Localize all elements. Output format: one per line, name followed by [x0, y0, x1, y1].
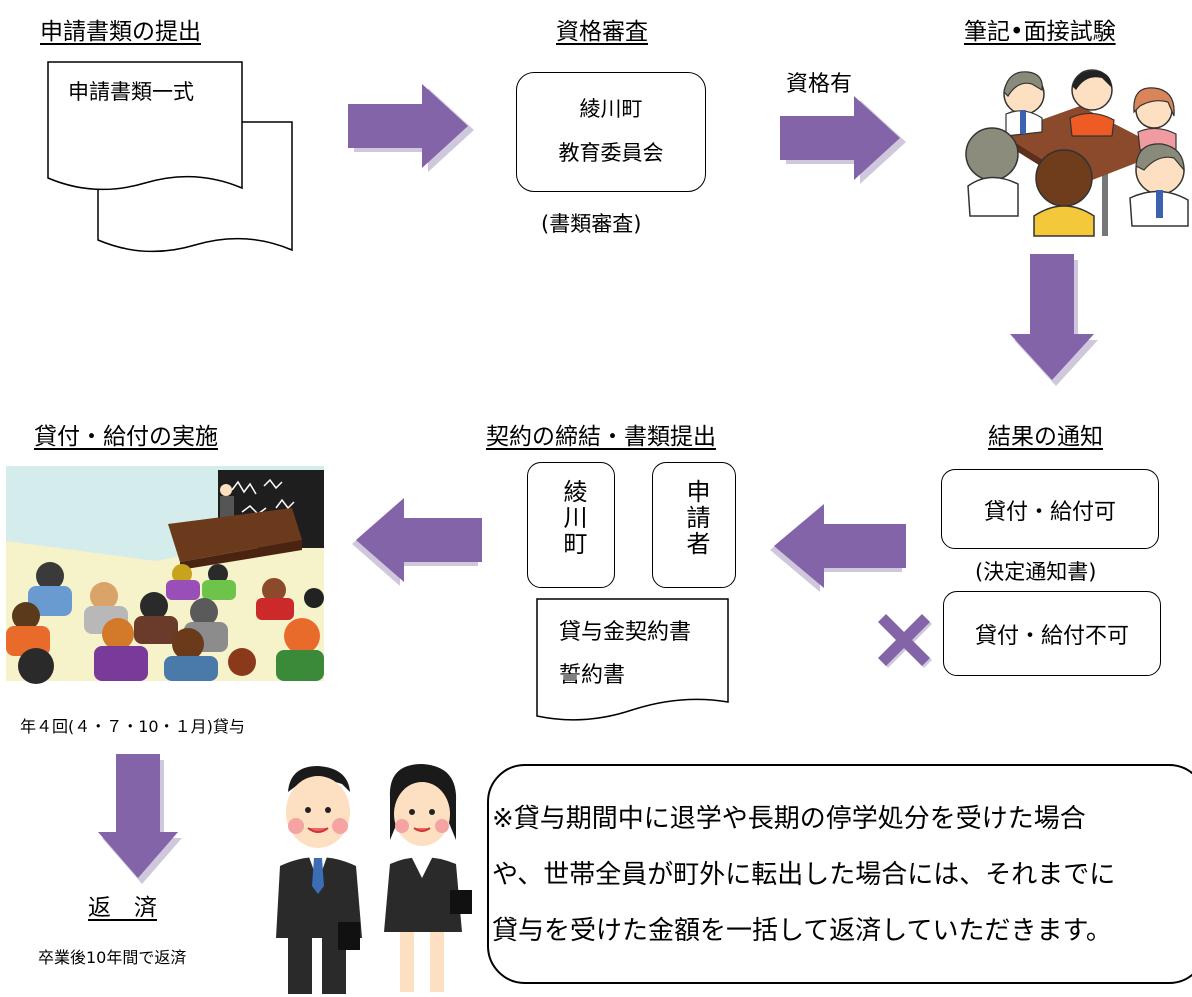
arrow-right-icon [780, 96, 906, 184]
note-line1: ※貸与期間中に退学や長期の停学処分を受けた場合 [492, 804, 1086, 834]
step-exam-title: 筆記•面接試験 [964, 19, 1116, 45]
reject-label: 貸付・給付不可 [974, 624, 1129, 649]
repay-caption: 卒業後10年間で返済 [38, 948, 187, 967]
step-repay-title: 返 済 [88, 895, 157, 921]
disburse-caption: 年４回(４・７・10・１月)貸与 [20, 717, 245, 736]
approve-label: 貸付・給付可 [983, 500, 1116, 525]
note-line2: や、世帯全員が町外に転出した場合には、それまでに [492, 860, 1116, 890]
arrow-down-icon [98, 754, 182, 884]
step-disburse-title: 貸付・給付の実施 [34, 424, 218, 450]
screening-box: 綾川町 教育委員会 [516, 72, 706, 192]
contract-doc-line1: 貸与金契約書 [559, 620, 692, 645]
step-submit-title: 申請書類の提出 [40, 19, 201, 45]
approve-box: 貸付・給付可 [941, 469, 1159, 549]
cross-mark-icon [878, 614, 932, 668]
arrow-left-icon [352, 498, 482, 586]
contract-doc-line2: 誓約書 [559, 663, 626, 688]
step-notice-title: 結果の通知 [988, 424, 1103, 450]
classroom-illustration [6, 466, 324, 684]
step-contract-title: 契約の締結・書類提出 [486, 424, 716, 450]
arrow-left-icon [770, 504, 906, 592]
party-box-town: 綾川町 [527, 462, 615, 588]
screening-box-line1: 綾川町 [579, 97, 643, 121]
document-stack-icon [47, 61, 293, 253]
step-screening-title: 資格審査 [556, 19, 648, 45]
contract-document-icon [536, 598, 729, 721]
note-line3: 貸与を受けた金額を一括して返済していただきます。 [492, 916, 1112, 946]
arrow-right-icon [348, 84, 474, 172]
document-label: 申請書類一式 [68, 80, 194, 104]
reject-box: 貸付・給付不可 [943, 591, 1161, 676]
repayment-note-box: ※貸与期間中に退学や長期の停学処分を受けた場合 や、世帯全員が町外に転出した場合… [487, 764, 1192, 984]
qualified-label: 資格有 [786, 72, 853, 97]
graduates-illustration [276, 764, 472, 994]
party-box-applicant: 申請者 [652, 462, 736, 588]
approve-caption: (決定通知書) [975, 560, 1097, 584]
arrow-down-icon [1010, 254, 1098, 386]
screening-caption: (書類審査) [541, 212, 642, 236]
party-applicant-label: 申請者 [682, 479, 710, 557]
party-town-label: 綾川町 [559, 479, 587, 557]
screening-box-line2: 教育委員会 [558, 141, 664, 165]
meeting-illustration [965, 69, 1189, 237]
